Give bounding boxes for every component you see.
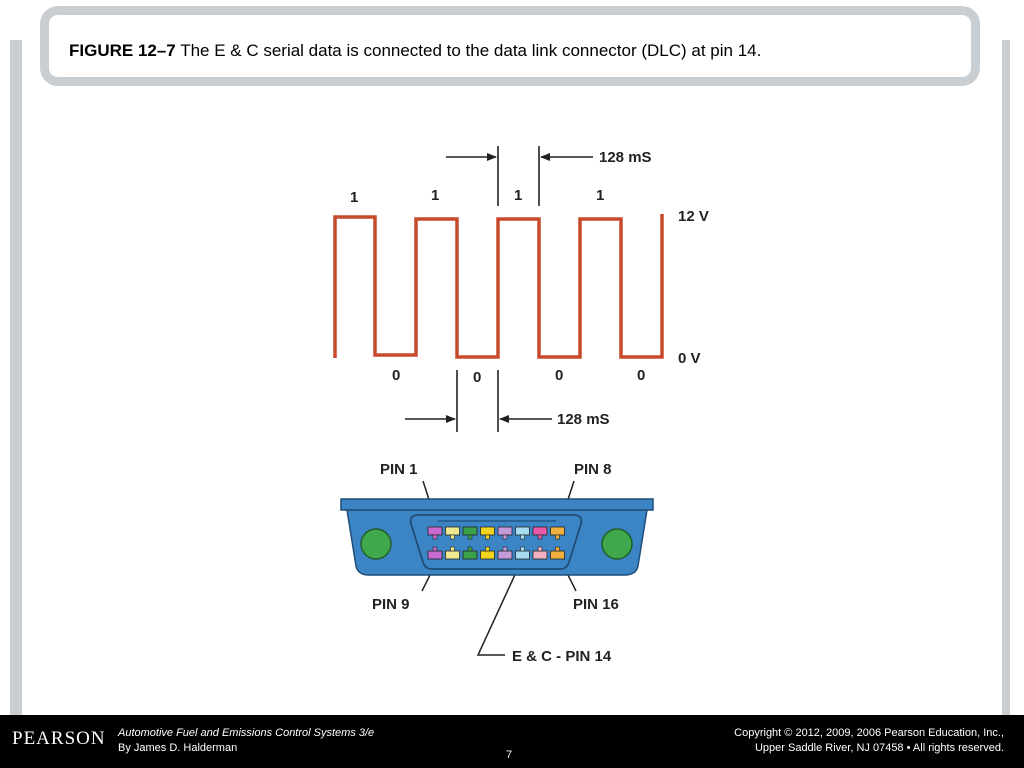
pin-8-stem (555, 534, 560, 540)
pin-4-stem (485, 534, 490, 540)
bit-label-high-2: 1 (431, 187, 439, 204)
author-name: By James D. Halderman (118, 742, 238, 754)
bottom-period-label: 128 mS (557, 411, 610, 428)
pin-5-stem (502, 534, 508, 540)
low-voltage-label: 0 V (678, 350, 701, 367)
pin-4 (480, 526, 495, 536)
high-voltage-label: 12 V (678, 208, 709, 225)
figure-label: FIGURE 12–7 (69, 41, 176, 60)
pin-9 (427, 550, 443, 560)
bit-label-low-3: 0 (555, 367, 563, 384)
pin-15-stem (537, 546, 543, 552)
pin-12-stem (485, 546, 490, 552)
pin-row-top (427, 526, 565, 540)
bit-label-low-1: 0 (392, 367, 400, 384)
figure-caption: The E & C serial data is connected to th… (180, 41, 762, 60)
ec-pin14-leader (476, 565, 520, 656)
ec-pin14-label: E & C - PIN 14 (512, 648, 612, 665)
pin-16-stem (555, 546, 560, 552)
book-title: Automotive Fuel and Emissions Control Sy… (118, 727, 375, 739)
pin-14 (515, 550, 530, 560)
pin-socket-housing (409, 514, 583, 570)
pin-10 (445, 550, 460, 560)
pin8-label: PIN 8 (574, 461, 612, 478)
bit-label-low-2: 0 (473, 369, 481, 386)
copyright-line-2: Upper Saddle River, NJ 07458 • All right… (754, 742, 1004, 754)
pin-13 (497, 550, 513, 560)
pin-1 (427, 526, 443, 536)
pin-10-stem (450, 546, 455, 552)
title-box: FIGURE 12–7 The E & C serial data is con… (40, 6, 980, 86)
footer-bar: PEARSON Automotive Fuel and Emissions Co… (0, 715, 1024, 768)
pin-3-stem (467, 534, 473, 540)
pin-16 (550, 550, 565, 560)
page-number: 7 (506, 749, 513, 761)
pin9-label: PIN 9 (372, 596, 410, 613)
pin-8 (550, 526, 565, 536)
bit-label-high-3: 1 (514, 187, 522, 204)
pin16-label: PIN 16 (573, 596, 619, 613)
pin-13-stem (502, 546, 508, 552)
pin-row-bottom (427, 546, 565, 560)
slide-content-area (22, 40, 1002, 715)
pearson-logo: PEARSON (12, 728, 106, 749)
bit-label-low-4: 0 (637, 367, 645, 384)
dlc-diagram: 128 mS 1 1 1 1 0 0 0 0 12 V 0 V 128 mS P… (333, 146, 709, 665)
pin-6-stem (520, 534, 525, 540)
mount-hole-left (360, 528, 392, 560)
pin-5 (497, 526, 513, 536)
pin-11-stem (467, 546, 473, 552)
pin-2 (445, 526, 460, 536)
pin-2-stem (450, 534, 455, 540)
pin-15 (532, 550, 548, 560)
pin1-label: PIN 1 (380, 461, 418, 478)
figure-title: FIGURE 12–7 The E & C serial data is con… (69, 41, 761, 61)
mount-hole-right (601, 528, 633, 560)
pin-6 (515, 526, 530, 536)
bit-label-high-4: 1 (596, 187, 604, 204)
pin-3 (462, 526, 478, 536)
bit-label-high-1: 1 (350, 189, 358, 206)
pin-14-stem (520, 546, 525, 552)
serial-data-waveform (333, 214, 664, 359)
pin-1-stem (432, 534, 438, 540)
pin-7 (532, 526, 548, 536)
pin-12 (480, 550, 495, 560)
copyright-line-1: Copyright © 2012, 2009, 2006 Pearson Edu… (734, 727, 1004, 739)
pin-7-stem (537, 534, 543, 540)
pin-9-stem (432, 546, 438, 552)
pin-11 (462, 550, 478, 560)
connector-flange (340, 498, 654, 511)
top-period-label: 128 mS (599, 149, 652, 166)
